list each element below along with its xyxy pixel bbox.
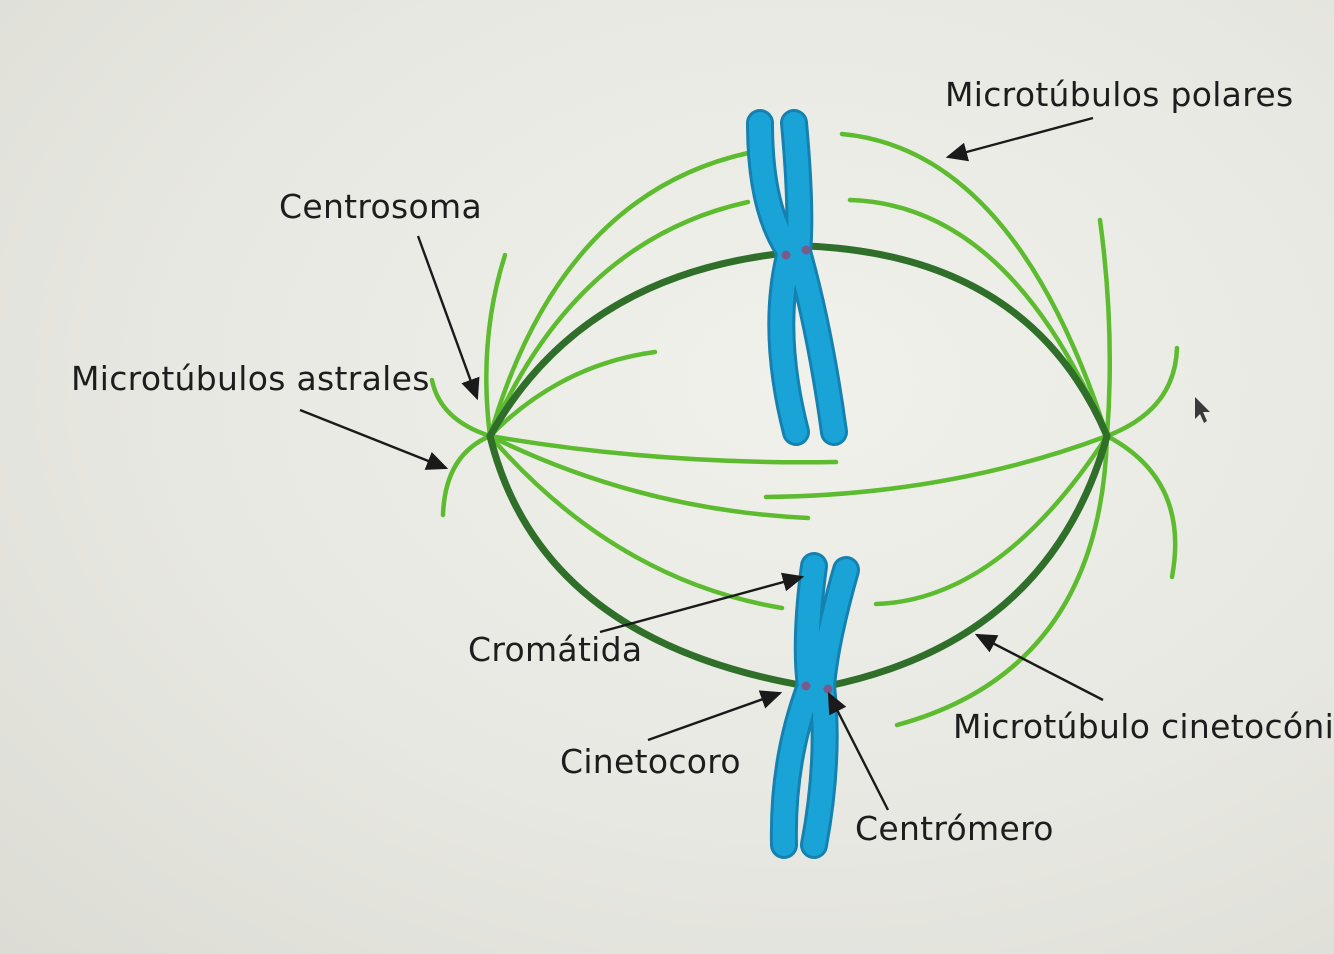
- lower-chromosome: [769, 552, 860, 859]
- arrow-centromere: [827, 691, 890, 811]
- astral-microtubules-right: [1097, 217, 1180, 580]
- mouse-pointer-icon: [1195, 397, 1210, 423]
- label-chromatid: Cromátida: [468, 630, 642, 669]
- label-centrosome: Centrosoma: [279, 187, 482, 226]
- arrow-kinetochore: [647, 690, 783, 742]
- arrow-polar: [945, 116, 1094, 162]
- upper-kinetochores: [781, 245, 811, 260]
- kinetochore-microtubules: [486, 242, 1111, 690]
- label-polar-microtubules: Microtúbulos polares: [945, 75, 1293, 114]
- label-kinetochore-microtubule: Microtúbulo cinetocónico: [953, 707, 1334, 746]
- arrow-chromatid: [599, 572, 805, 634]
- label-kinetochore: Cinetocoro: [560, 742, 741, 781]
- polar-microtubules: [487, 131, 1110, 728]
- label-astral-microtubules: Microtúbulos astrales: [71, 359, 430, 398]
- arrow-centrosome: [416, 235, 480, 401]
- annotation-arrows: [299, 116, 1104, 811]
- upper-chromosome: [746, 109, 848, 446]
- arrow-kinetochore-mt: [974, 633, 1104, 702]
- label-centromere: Centrómero: [855, 809, 1054, 848]
- arrow-astral: [299, 408, 449, 470]
- astral-microtubules-left: [429, 252, 508, 518]
- lower-kinetochores: [801, 681, 833, 694]
